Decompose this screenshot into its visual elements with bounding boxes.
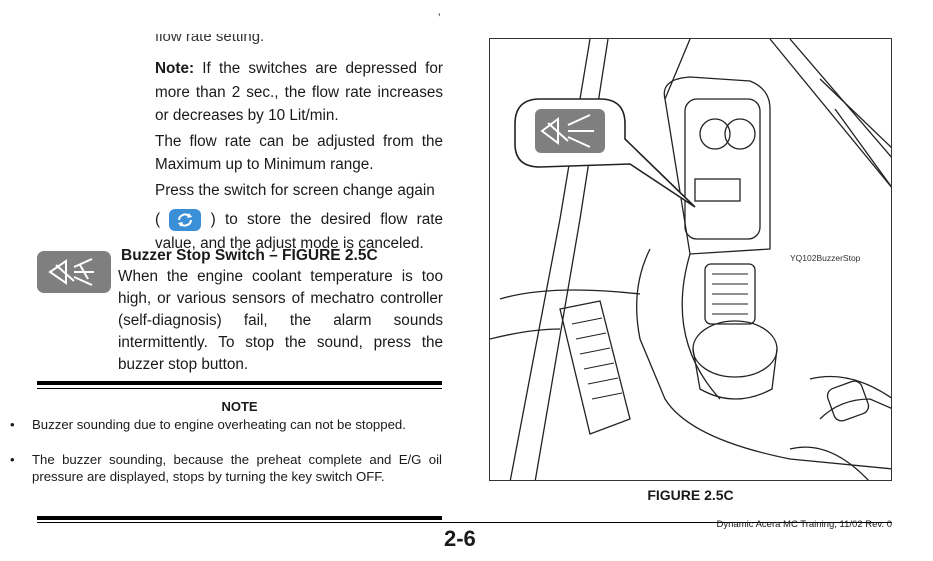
figure-illustration — [490, 39, 891, 480]
note-item-text: Buzzer sounding due to engine overheatin… — [32, 417, 406, 432]
screen-change-rest: ) to store the desired flow rate value, … — [155, 211, 444, 252]
intro-fragment: flow rate setting. — [155, 34, 265, 45]
note-rule-thin — [37, 388, 442, 389]
bullet: • — [10, 452, 15, 467]
section-body: When the engine coolant temperature is t… — [118, 268, 443, 373]
screen-change-icon — [169, 208, 202, 231]
footer-rule-full — [37, 522, 892, 523]
note-label: Note: — [155, 60, 195, 77]
note-item-2: • The buzzer sounding, because the prehea… — [10, 451, 442, 485]
page-number: 2-6 — [444, 526, 476, 551]
bullet: • — [10, 417, 15, 432]
doc-info: Dynamic Acera MC Training, 11/02 Rev. 0 — [716, 519, 892, 530]
figure-caption: FIGURE 2.5C — [647, 487, 734, 503]
buzzer-stop-icon — [37, 251, 111, 293]
adjust-paragraph: The flow rate can be adjusted from the M… — [155, 132, 443, 174]
paren-open: ( — [155, 211, 161, 228]
note-item-1: • Buzzer sounding due to engine overheati… — [10, 416, 442, 433]
note-text: If the switches are depressed for more t… — [155, 60, 443, 124]
note-rule-top — [37, 381, 442, 385]
figure-tag: YQ102BuzzerStop — [790, 253, 861, 263]
screen-change-paragraph: Press the switch for screen change again… — [155, 179, 443, 256]
note-item-text: The buzzer sounding, because the preheat… — [32, 452, 442, 484]
section-heading: Buzzer Stop Switch – FIGURE 2.5C — [121, 247, 378, 264]
note-paragraph: Note: If the switches are depressed for … — [155, 57, 443, 128]
screen-change-text: Press the switch for screen change again — [155, 181, 435, 199]
header-mark: ’ — [438, 12, 441, 24]
figure-frame: YQ102BuzzerStop — [489, 38, 892, 481]
footer-rule-left — [37, 516, 442, 520]
body-text-column: Note: If the switches are depressed for … — [155, 57, 443, 255]
note-title: NOTE — [221, 399, 258, 414]
